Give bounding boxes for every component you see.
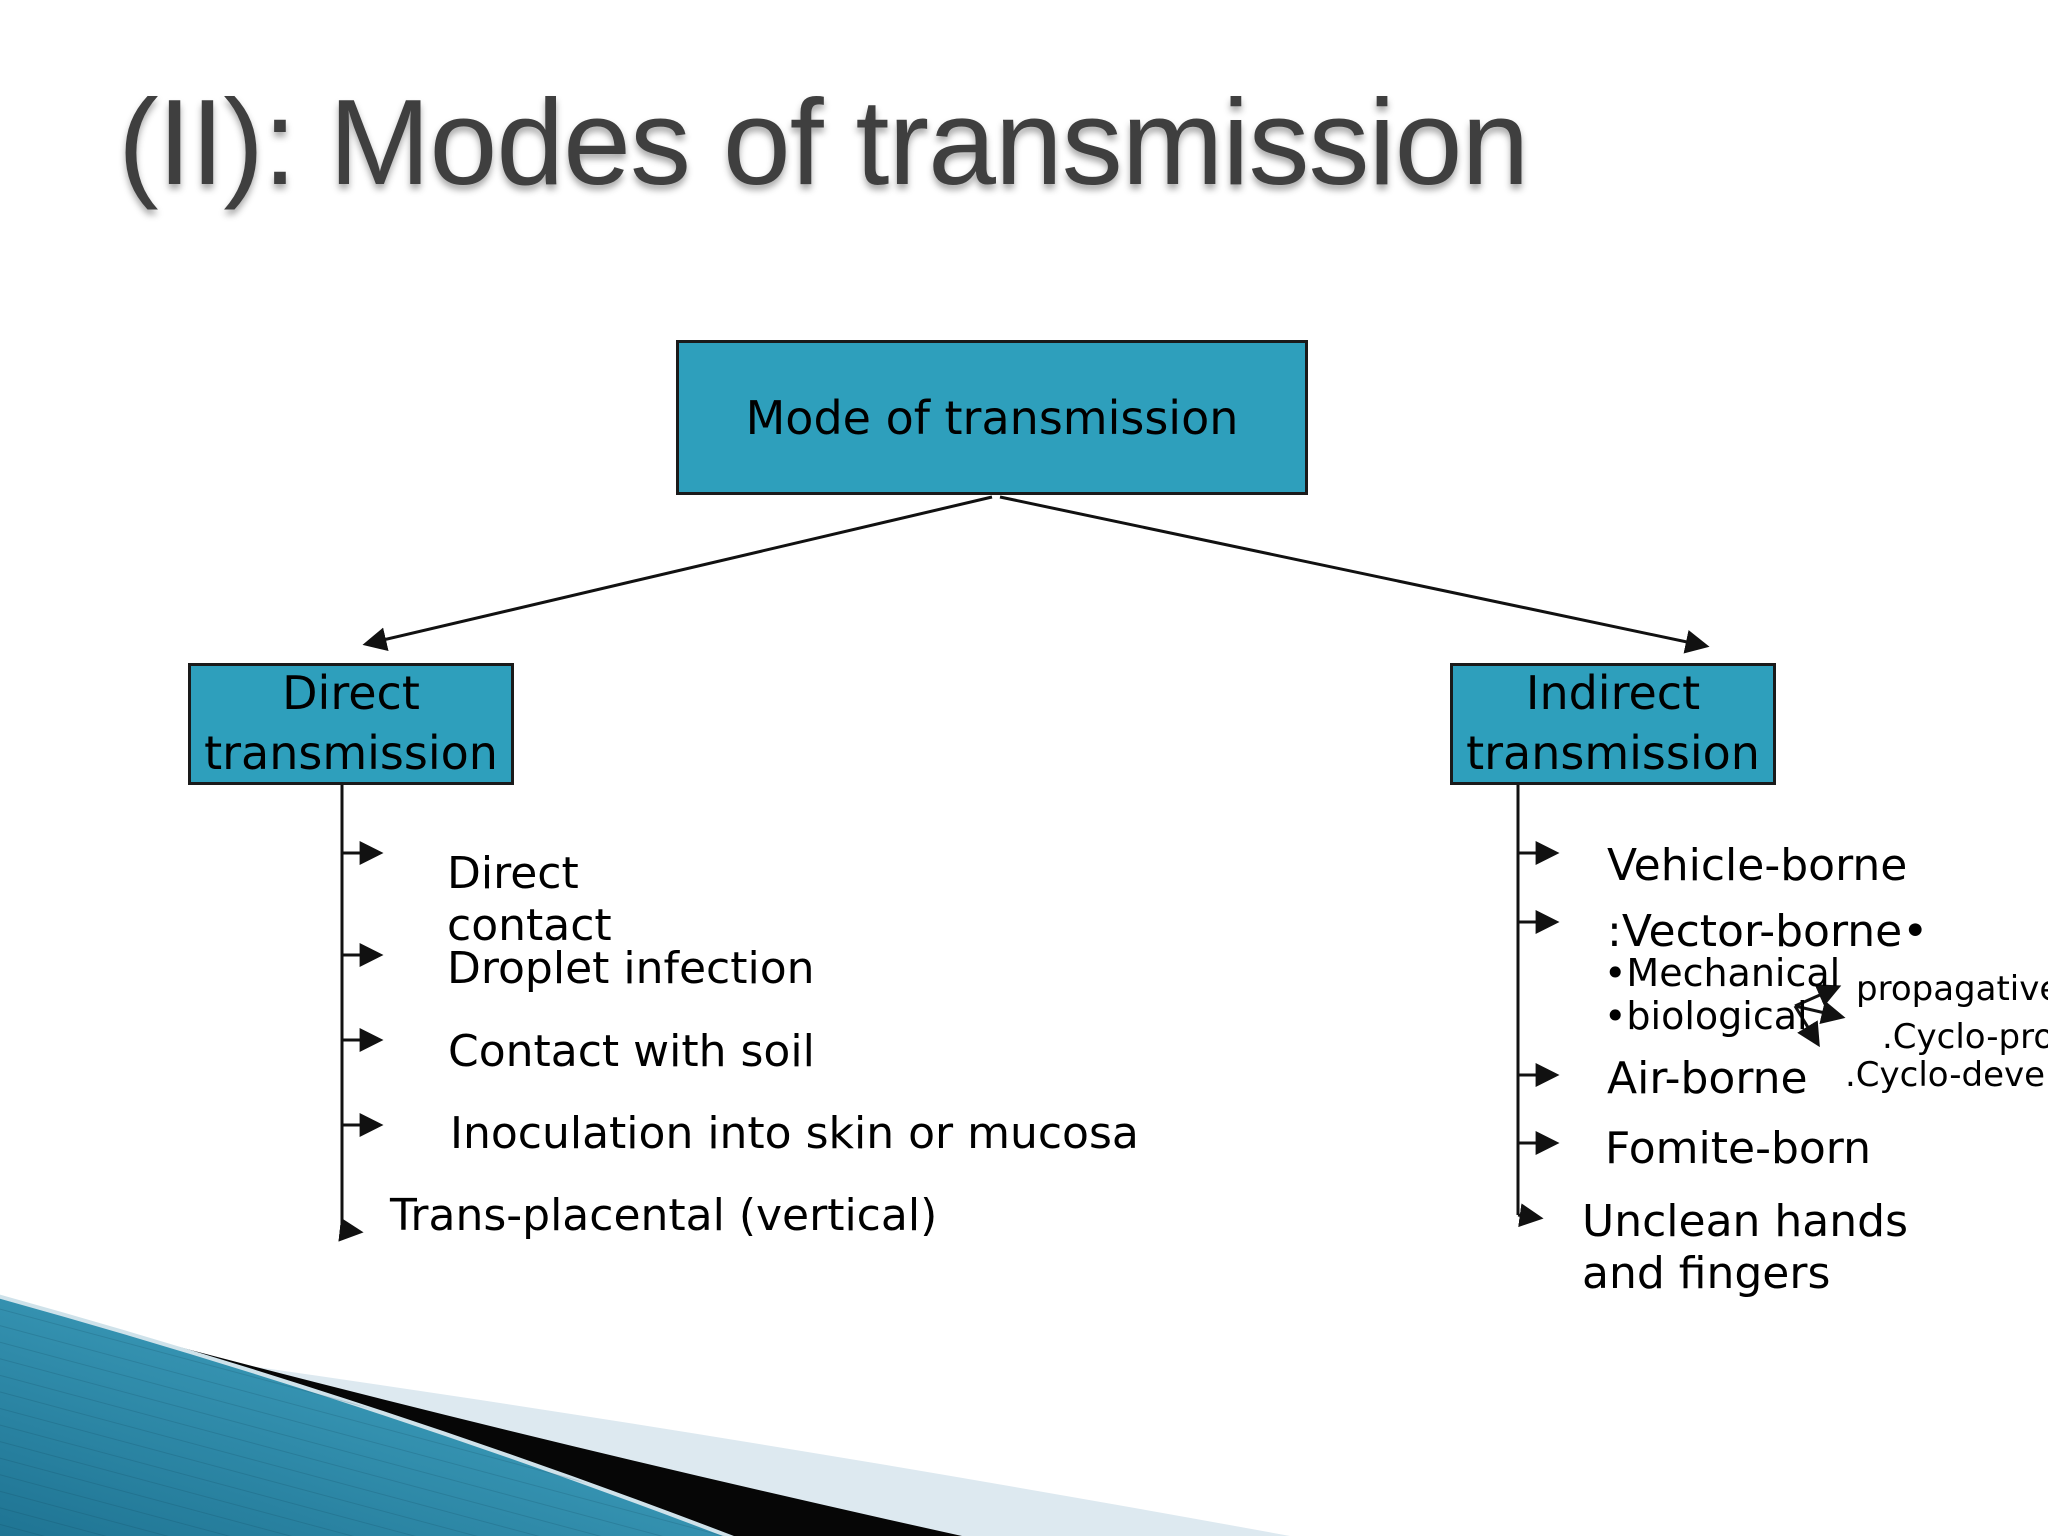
item-contact-with-soil: Contact with soil — [448, 1026, 815, 1077]
root-box: Mode of transmission — [676, 340, 1308, 495]
corner-teal-pinstripes — [0, 1296, 729, 1536]
item-droplet-infection: Droplet infection — [447, 943, 815, 994]
item-air-borne: Air-borne — [1607, 1053, 1808, 1104]
item-vector-borne: :Vector-borne• — [1607, 906, 1929, 957]
fan-label-propagative: propagative — [1856, 969, 2048, 1009]
fan-label-cyclo-develop: .Cyclo-develop — [1845, 1055, 2048, 1095]
direct-branch-lines — [338, 785, 384, 1242]
indirect-box: Indirect transmission — [1450, 663, 1776, 785]
root-box-label: Mode of transmission — [745, 390, 1239, 445]
corner-black-stripe — [0, 1310, 962, 1536]
item-biological: •biological — [1604, 994, 1808, 1038]
item-vehicle-borne: Vehicle-borne — [1607, 840, 1908, 891]
indirect-branch-lines — [1516, 785, 1560, 1228]
item-unclean-hands: Unclean hands and fingers — [1582, 1196, 1909, 1299]
item-inoculation-skin-mucosa: Inoculation into skin or mucosa — [450, 1108, 1139, 1159]
item-mechanical: •Mechanical — [1604, 951, 1841, 995]
item-fomite-born: Fomite-born — [1605, 1123, 1871, 1174]
corner-teal-swoosh — [0, 1294, 734, 1536]
direct-box: Direct transmission — [188, 663, 514, 785]
item-trans-placental: Trans-placental (vertical) — [390, 1190, 938, 1241]
item-direct-contact: Direct contact — [447, 848, 612, 951]
fan-label-cyclo-prop: .Cyclo-prop — [1882, 1017, 2048, 1057]
direct-box-label: Direct transmission — [204, 666, 498, 780]
connector-root-to-indirect — [999, 495, 1710, 654]
indirect-box-label: Indirect transmission — [1466, 666, 1760, 780]
slide-title: (II): Modes of transmission — [118, 74, 1529, 210]
corner-pale-wedge — [150, 1352, 1290, 1536]
connector-root-to-direct — [362, 495, 993, 652]
